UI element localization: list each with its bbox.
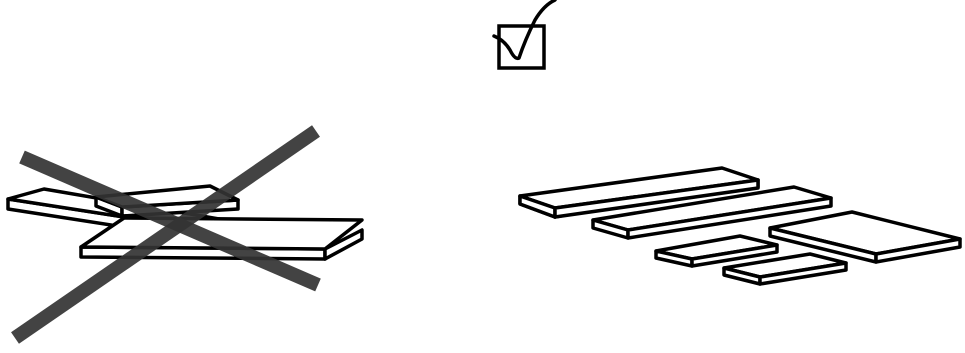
x-cross-mark: [11, 125, 321, 344]
board-correct-5: [722, 252, 848, 286]
check-mark: [492, 0, 557, 61]
board-correct-4: [654, 234, 779, 268]
board-correct-3: [768, 210, 962, 264]
incorrect-stacking-group: [6, 125, 364, 344]
board-correct-2: [591, 185, 833, 240]
board-correct-1: [518, 166, 760, 219]
checkbox-checked-icon: [492, 0, 557, 70]
correct-layout-group: [518, 166, 962, 286]
